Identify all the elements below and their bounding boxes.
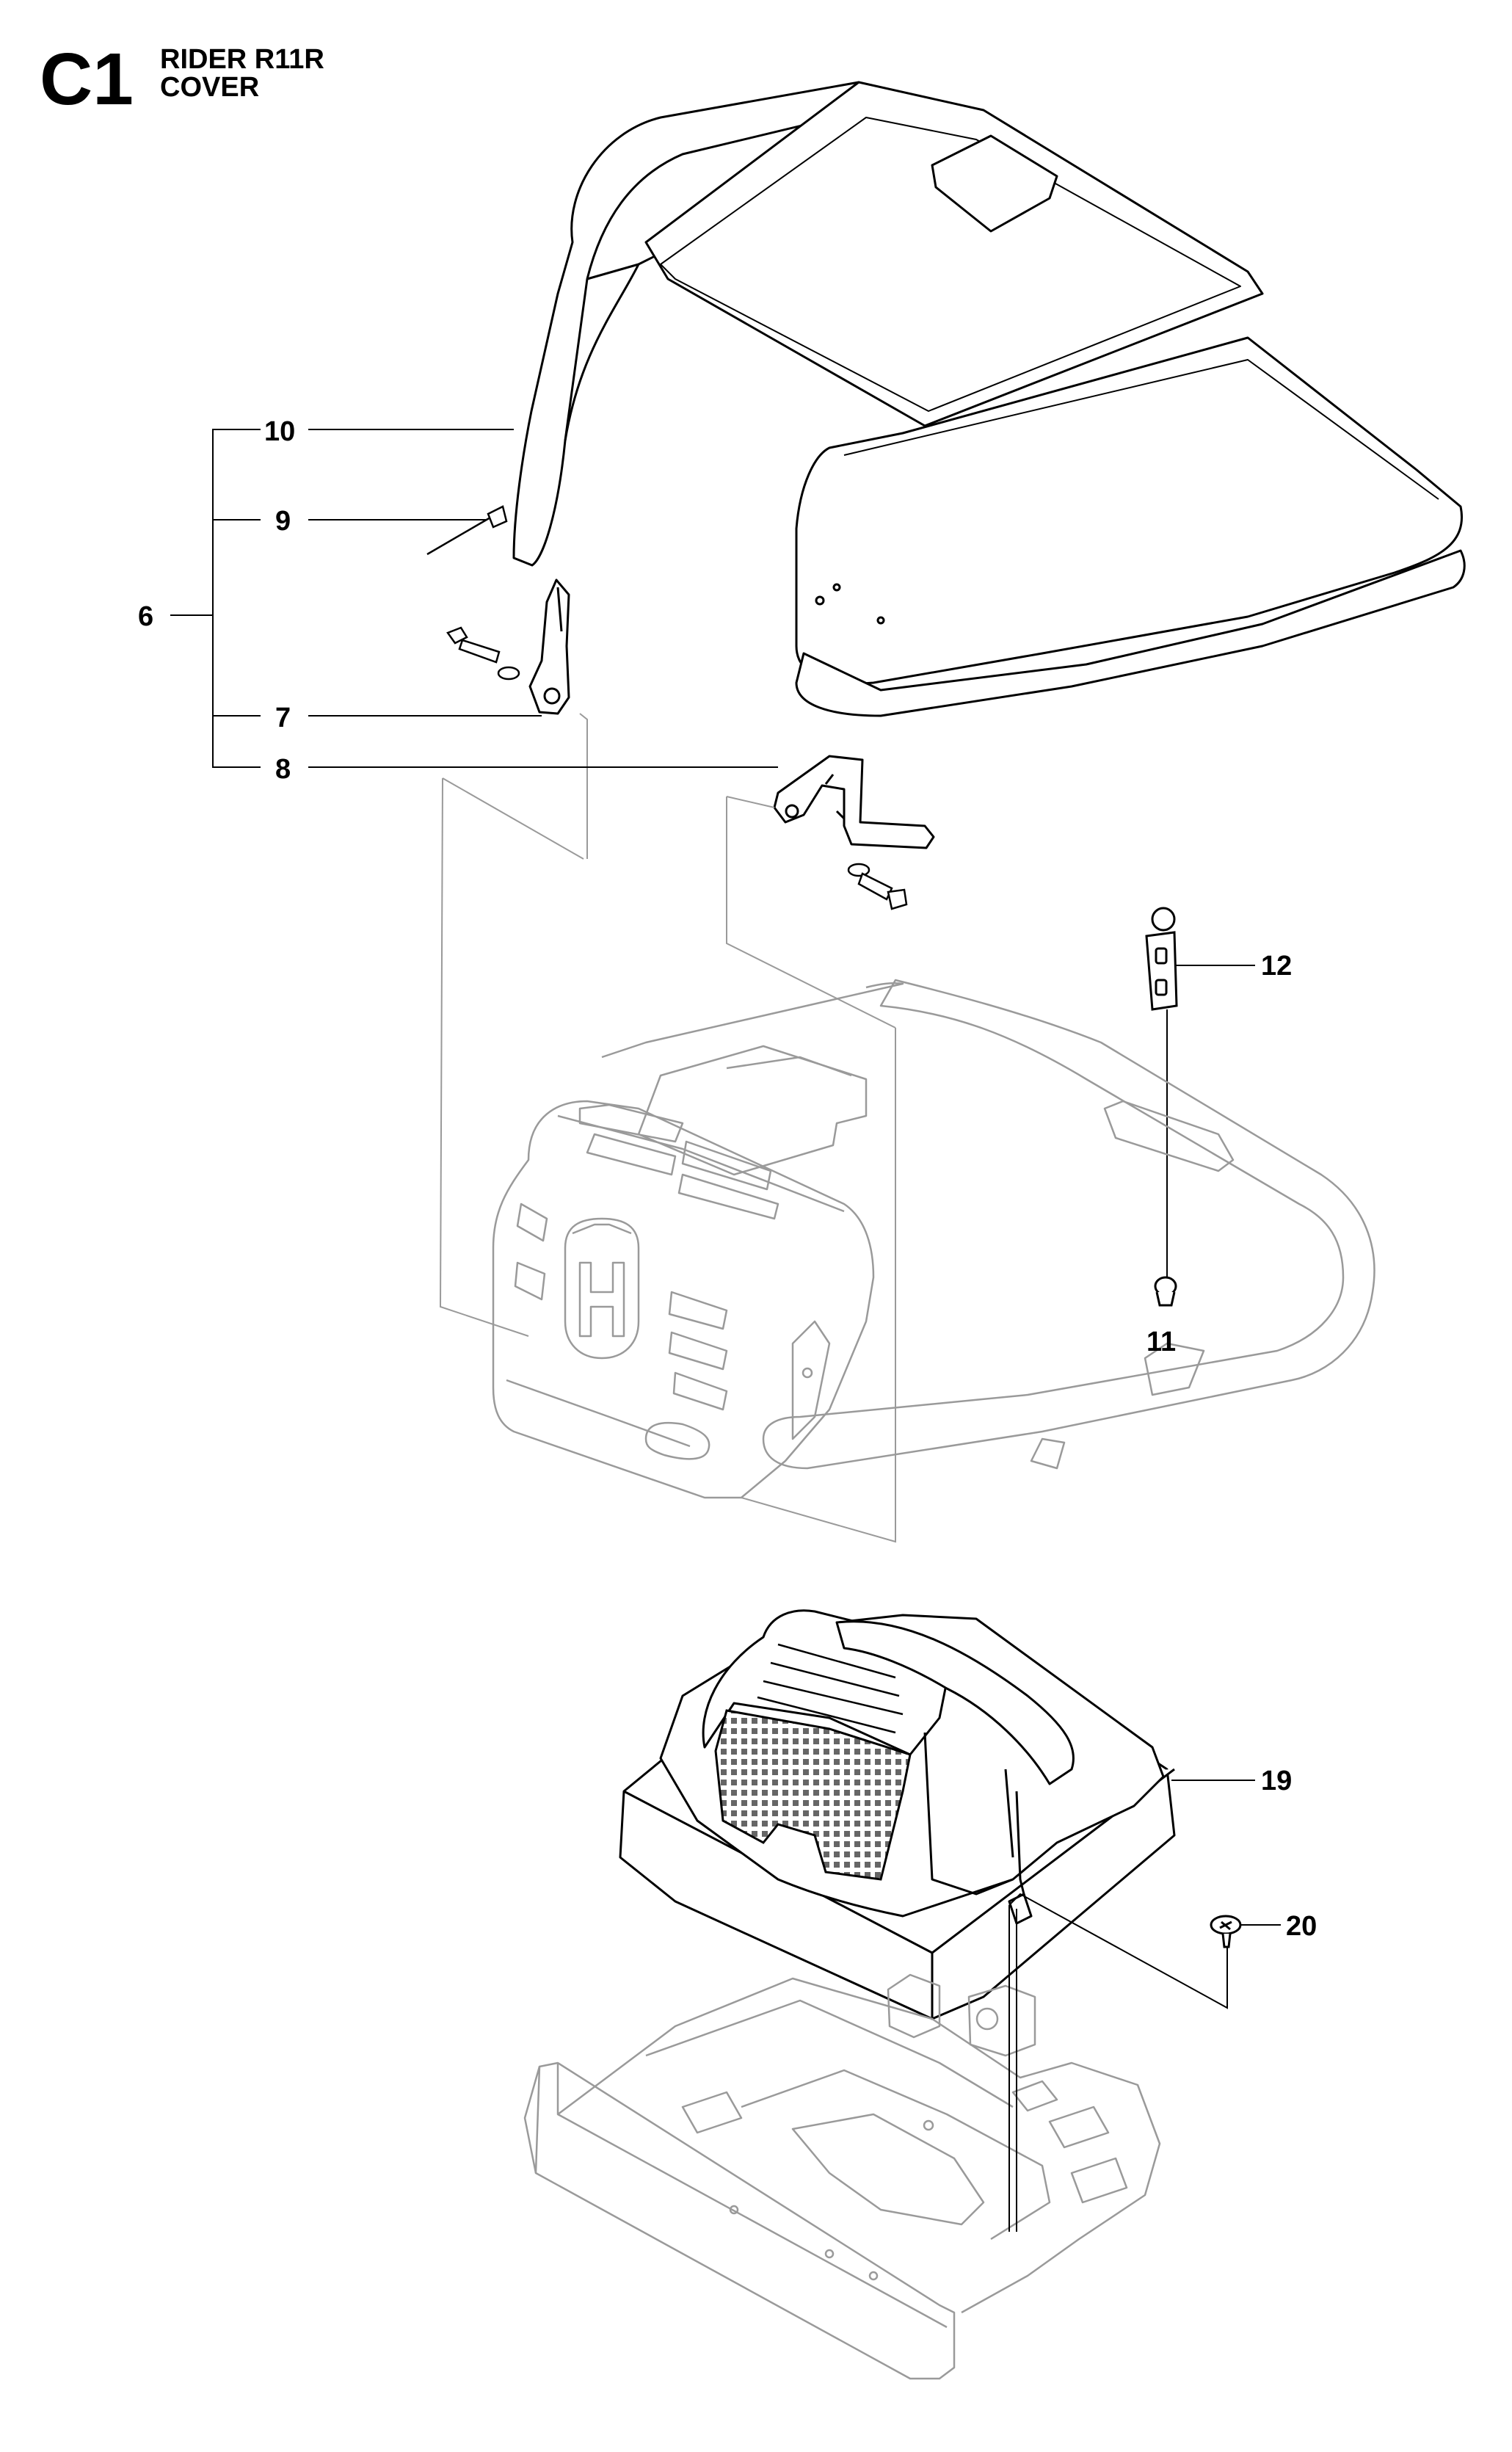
callout-9: 9 [275,506,291,537]
ghost-chassis [523,1973,1161,2380]
screw-20 [1210,1915,1242,1948]
assembly-guide-lines-lower [1008,1905,1017,2232]
callout-12: 12 [1261,951,1292,982]
grommet-11 [1154,1276,1177,1307]
callout-10: 10 [264,416,295,447]
callout-19: 19 [1261,1766,1292,1796]
bolt-washer-right [847,863,908,910]
callout-20: 20 [1286,1911,1317,1942]
callout-6: 6 [138,601,153,632]
callout-8: 8 [275,754,291,785]
assembly-guide-lines-upper [439,713,896,1543]
rear-cover-ribs [757,1643,904,1734]
callout-11: 11 [1146,1327,1176,1357]
leader-20-guide [1008,1893,1228,2009]
section-title: COVER [160,72,260,103]
rear-cover-grille [714,1709,912,1881]
rivet-9 [426,505,508,556]
latch-strap-12 [1145,907,1178,1011]
callout-leaders [170,429,1281,1926]
upper-cover [512,81,1466,717]
ghost-frame-assembly [492,979,1375,1499]
section-code: C1 [40,38,134,120]
hinge-bracket-left [528,578,570,715]
bolt-washer-left [446,626,520,681]
hinge-bracket-right [773,755,935,849]
callout-7: 7 [275,703,291,733]
model-name: RIDER R11R [160,44,324,75]
